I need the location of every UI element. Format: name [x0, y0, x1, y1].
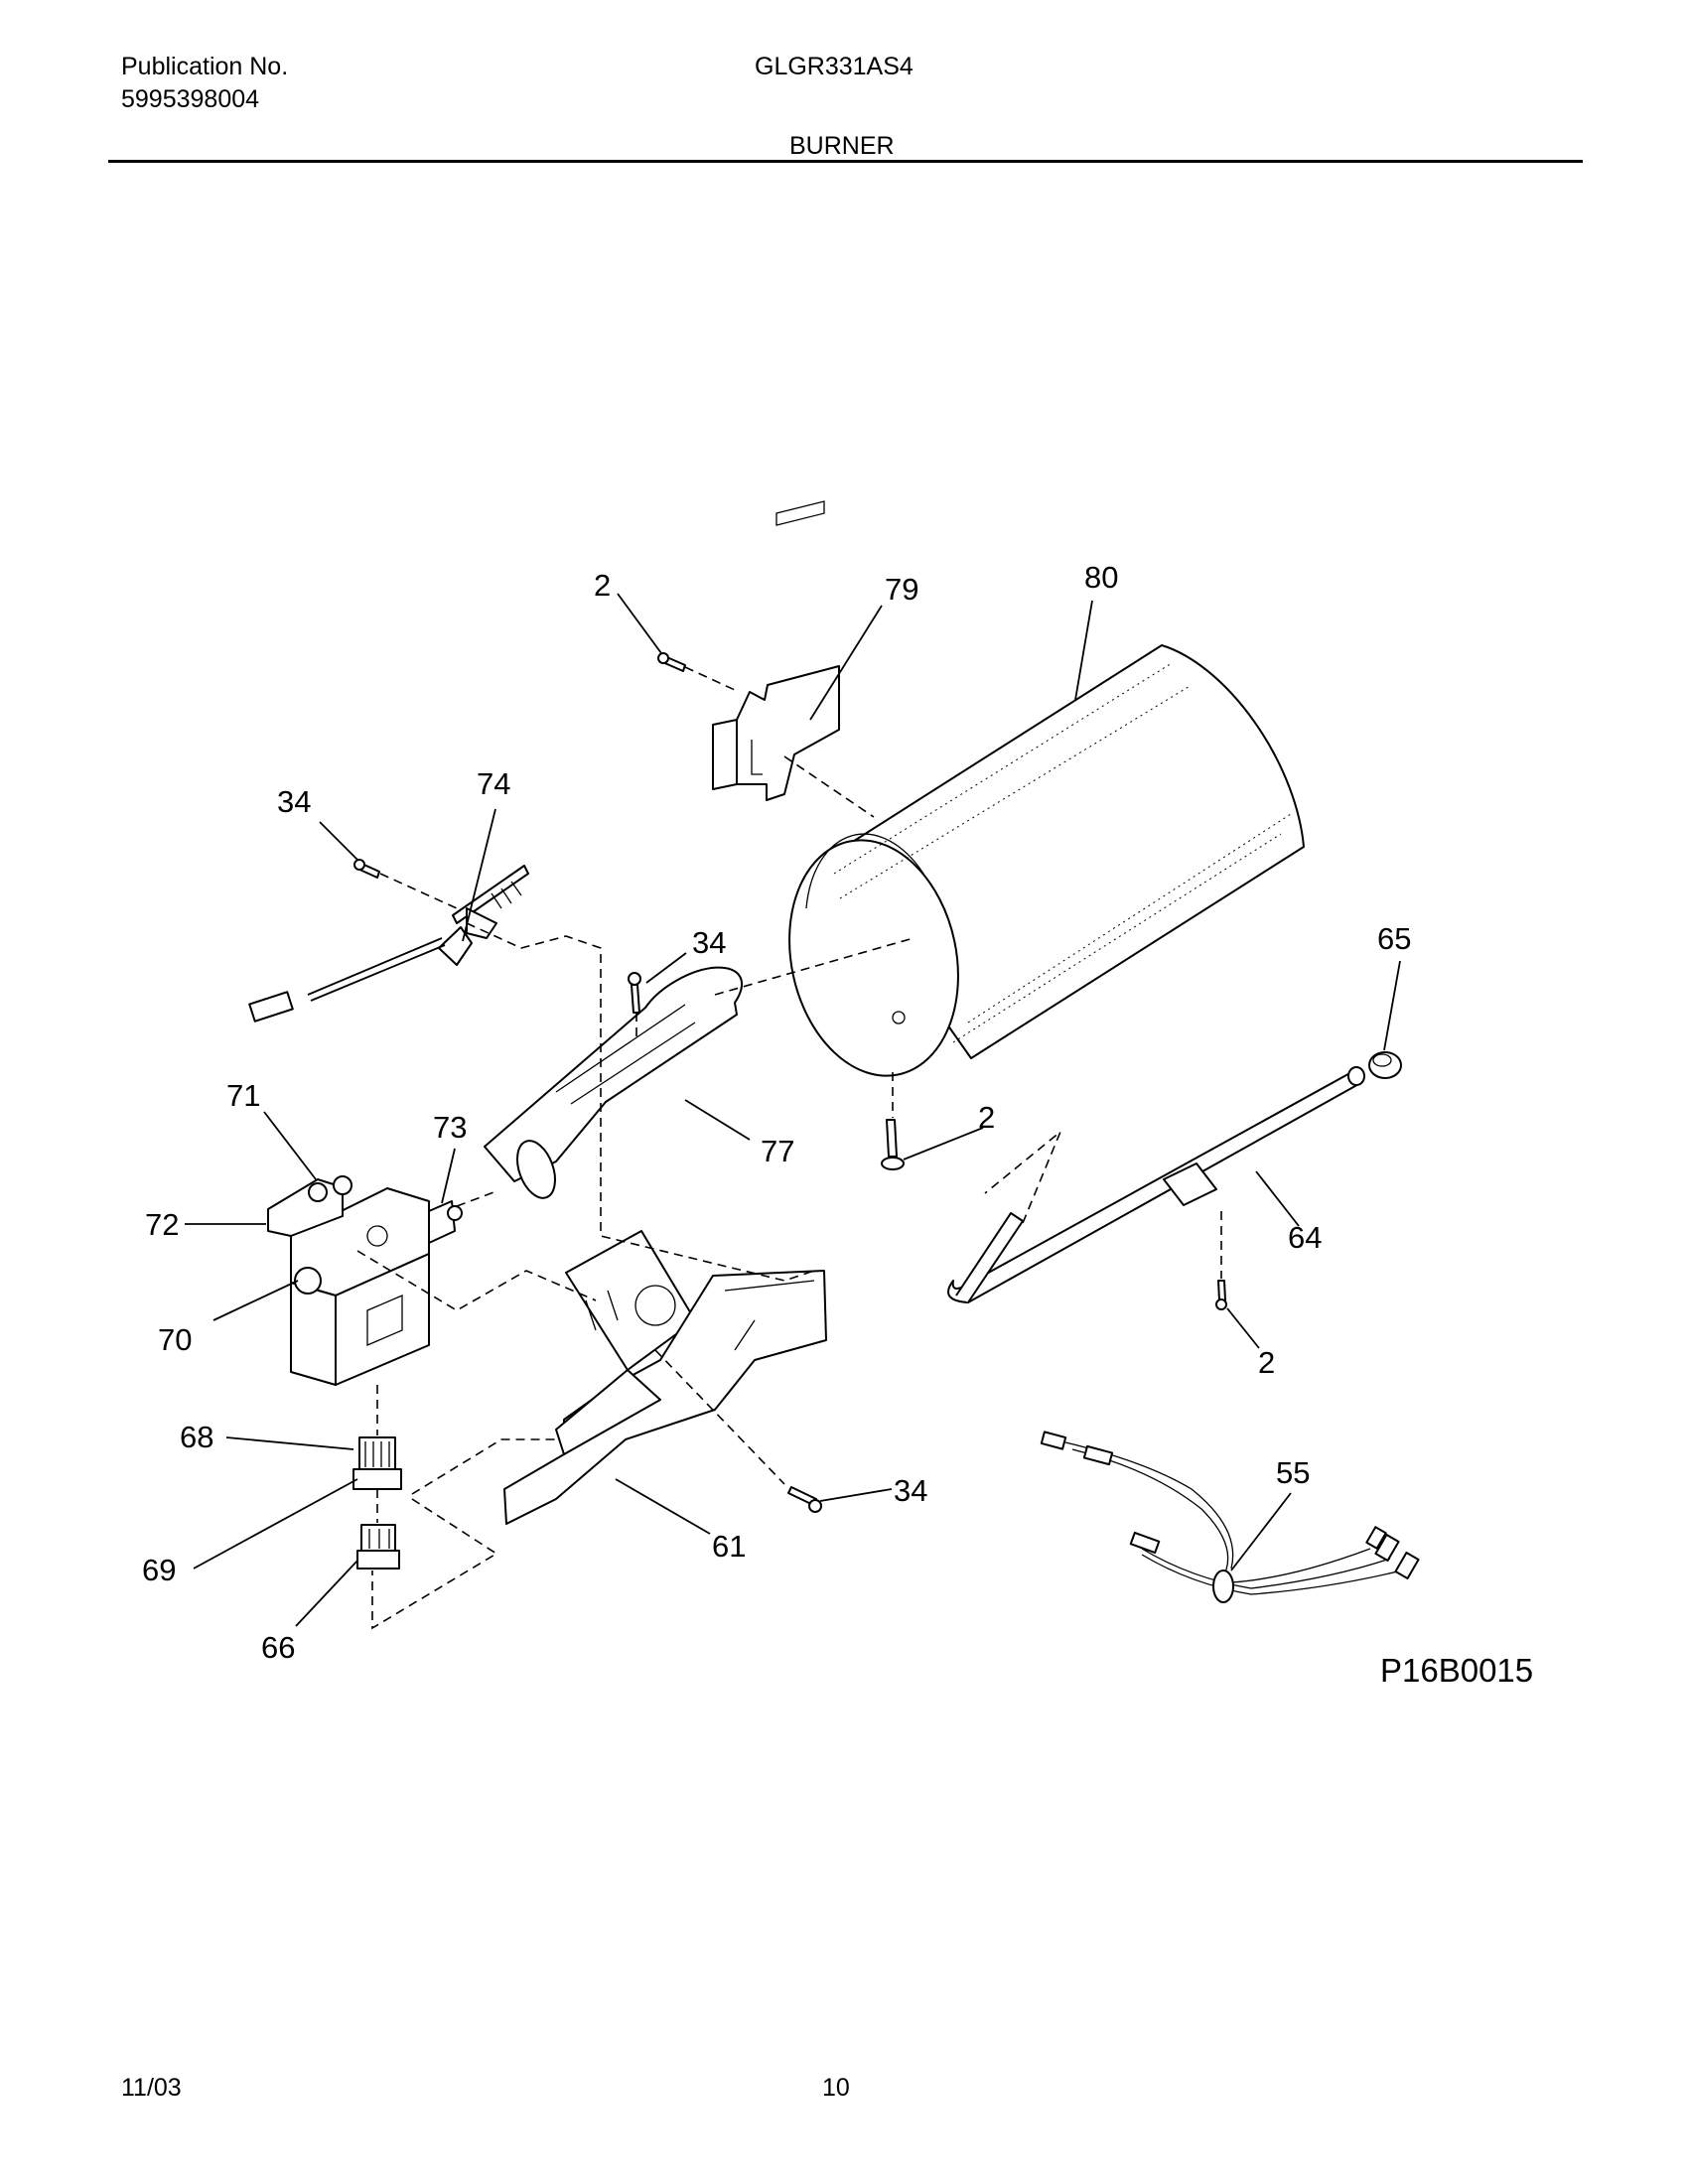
- flame-sensor-bracket-part: [712, 500, 840, 801]
- screw-2-right: [1215, 1280, 1227, 1310]
- publication-number: 5995398004: [121, 85, 260, 113]
- fitting-68-69-part: [352, 1436, 402, 1490]
- callout-34-bottom: 34: [894, 1473, 927, 1508]
- callout-2-right: 2: [1258, 1345, 1275, 1380]
- publication-label: Publication No.: [121, 53, 289, 80]
- screw-34-mid: [628, 972, 641, 1014]
- callout-69: 69: [142, 1553, 176, 1587]
- callout-2-top: 2: [594, 568, 611, 603]
- callout-71: 71: [226, 1078, 260, 1113]
- header-rule: [108, 160, 1583, 163]
- cap-part: [1368, 1051, 1402, 1079]
- burner-tube-part: [788, 644, 1305, 1077]
- section-title: BURNER: [789, 132, 895, 160]
- manifold-pipe-part: [947, 1066, 1365, 1303]
- callout-73: 73: [433, 1110, 467, 1145]
- gas-valve-part: [267, 1175, 463, 1386]
- drawing-code: P16B0015: [1380, 1652, 1533, 1689]
- callout-65: 65: [1377, 921, 1411, 956]
- wire-harness-part: [1040, 1431, 1420, 1603]
- footer-date: 11/03: [121, 2074, 182, 2102]
- callout-72: 72: [145, 1207, 179, 1242]
- screw-2-top: [657, 652, 686, 672]
- callout-79: 79: [885, 572, 918, 607]
- callout-74: 74: [477, 766, 510, 801]
- screw-34-bottom: [787, 1486, 822, 1513]
- screw-2-mid: [881, 1119, 905, 1170]
- callout-55: 55: [1276, 1455, 1310, 1490]
- callout-34-left: 34: [277, 784, 311, 819]
- callout-77: 77: [761, 1134, 794, 1168]
- callout-70: 70: [158, 1322, 192, 1357]
- burner-bracket-part: [503, 1230, 827, 1525]
- burner-funnel-part: [484, 966, 744, 1199]
- page-number: 10: [822, 2074, 850, 2102]
- callout-2-mid: 2: [978, 1100, 995, 1135]
- callout-61: 61: [712, 1529, 746, 1564]
- fitting-66-part: [356, 1524, 400, 1570]
- callout-34-mid: 34: [692, 925, 726, 960]
- assembly-lines: [356, 666, 1222, 1630]
- leader-lines: [185, 593, 1401, 1627]
- callout-66: 66: [261, 1630, 295, 1665]
- model-number: GLGR331AS4: [755, 53, 914, 80]
- callout-68: 68: [180, 1420, 213, 1454]
- callout-64: 64: [1288, 1220, 1322, 1255]
- callout-80: 80: [1084, 560, 1118, 595]
- igniter-part: [248, 865, 529, 1023]
- screw-34-left: [353, 859, 380, 879]
